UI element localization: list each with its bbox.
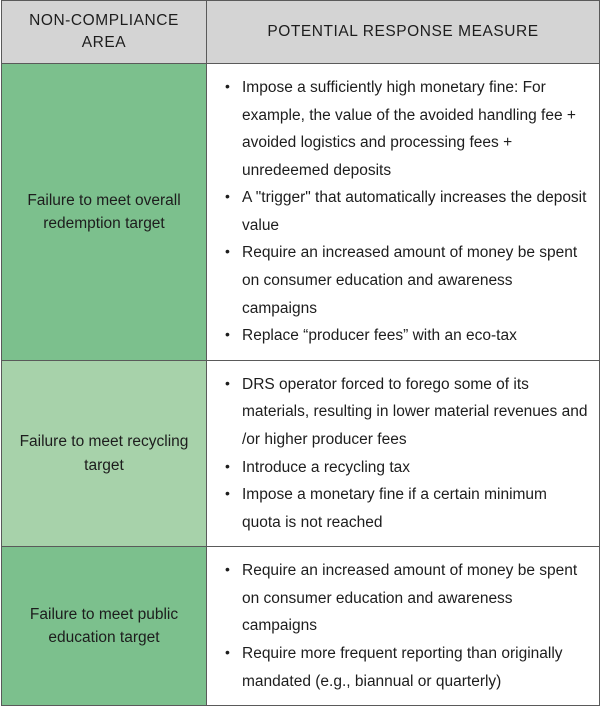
list-item: Replace “producer fees” with an eco-tax xyxy=(225,322,591,350)
table-row: Failure to meet recycling target DRS ope… xyxy=(1,359,600,548)
compliance-response-table-container: NON-COMPLIANCE AREA POTENTIAL RESPONSE M… xyxy=(0,0,600,600)
list-item: Require an increased amount of money be … xyxy=(225,557,591,640)
cell-potential-response-measure: Impose a sufficiently high monetary fine… xyxy=(206,63,600,361)
table-header-row: NON-COMPLIANCE AREA POTENTIAL RESPONSE M… xyxy=(1,0,600,64)
list-item: Impose a monetary fine if a certain mini… xyxy=(225,481,591,536)
table-row: Failure to meet public education target … xyxy=(1,546,600,706)
cell-non-compliance-area: Failure to meet public education target xyxy=(1,546,207,706)
list-item: DRS operator forced to forego some of it… xyxy=(225,371,591,454)
response-measure-list: Impose a sufficiently high monetary fine… xyxy=(216,74,591,350)
response-measure-list: DRS operator forced to forego some of it… xyxy=(216,371,591,536)
list-item: Require an increased amount of money be … xyxy=(225,239,591,322)
cell-non-compliance-area: Failure to meet recycling target xyxy=(1,359,207,548)
cell-potential-response-measure: DRS operator forced to forego some of it… xyxy=(206,359,600,548)
table-row: Failure to meet overall redemption targe… xyxy=(1,63,600,361)
response-measure-list: Require an increased amount of money be … xyxy=(216,557,591,695)
table-header: NON-COMPLIANCE AREA POTENTIAL RESPONSE M… xyxy=(1,0,600,64)
list-item: Impose a sufficiently high monetary fine… xyxy=(225,74,591,184)
cell-potential-response-measure: Require an increased amount of money be … xyxy=(206,546,600,706)
list-item: Require more frequent reporting than ori… xyxy=(225,640,591,695)
list-item: A "trigger" that automatically increases… xyxy=(225,184,591,239)
table-body: Failure to meet overall redemption targe… xyxy=(1,63,600,706)
column-header-non-compliance-area: NON-COMPLIANCE AREA xyxy=(1,0,207,64)
column-header-potential-response-measure: POTENTIAL RESPONSE MEASURE xyxy=(206,0,600,64)
cell-non-compliance-area: Failure to meet overall redemption targe… xyxy=(1,63,207,361)
list-item: Introduce a recycling tax xyxy=(225,454,591,482)
